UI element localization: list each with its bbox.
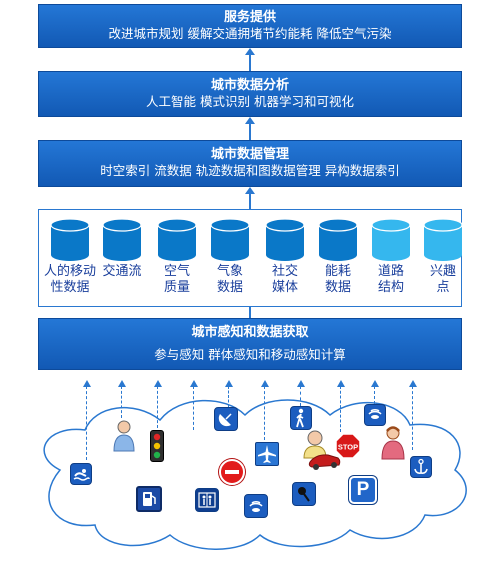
anchor-icon — [410, 456, 432, 478]
wifi-signal-icon — [364, 404, 386, 426]
traffic-light-icon — [150, 430, 164, 462]
elevator-icon — [195, 488, 219, 512]
sensing-arrow-head-3 — [190, 380, 198, 387]
data-store-label-line1: 交通流 — [102, 264, 142, 279]
sensing-arrow-head-0 — [83, 380, 91, 387]
management-layer-title: 城市数据管理 — [210, 147, 289, 162]
fuel-icon — [136, 486, 162, 512]
parking-icon: P — [349, 476, 377, 504]
data-store-panel: 人的移动性数据交通流空气质量气象数据社交媒体能耗数据道路结构兴趣点 — [38, 209, 463, 307]
data-store-label-line2: 数据 — [216, 280, 243, 295]
data-store-cylinder-2 — [157, 218, 197, 261]
sensing-arrow-3 — [193, 386, 194, 430]
data-store-cylinder-0 — [50, 218, 90, 261]
parking-label: P — [356, 479, 370, 500]
sensing-arrow-6 — [300, 386, 301, 406]
no-entry-icon — [219, 459, 245, 485]
data-store-label-line2: 质量 — [163, 280, 190, 295]
data-store-cylinder-7 — [423, 218, 463, 261]
airplane-icon — [255, 442, 279, 466]
data-store-label-line2: 数据 — [324, 280, 351, 295]
sensing-arrow-head-6 — [297, 380, 305, 387]
satellite-dish-icon — [214, 407, 238, 431]
data-store-cylinder-1 — [102, 218, 142, 261]
stop-sign-icon: STOP — [335, 433, 361, 459]
acquisition-layer: 城市感知和数据获取 参与感知 群体感知和移动感知计算 — [38, 318, 462, 370]
analysis-layer-subtitle: 人工智能 模式识别 机器学习和可视化 — [146, 94, 354, 109]
acquisition-layer-title: 城市感知和数据获取 — [191, 325, 309, 340]
sensing-arrow-head-8 — [371, 380, 379, 387]
data-store-label-line1: 能耗 — [324, 264, 351, 279]
swimmer-icon — [70, 463, 92, 485]
sensing-arrow-4 — [228, 386, 229, 407]
data-store-cylinder-4 — [265, 218, 305, 261]
data-store-label-0: 人的移动性数据 — [42, 264, 98, 296]
sensing-arrow-head-7 — [337, 380, 345, 387]
data-store-label-line2: 媒体 — [271, 280, 298, 295]
sensing-arrow-2 — [157, 386, 158, 428]
data-store-cylinder-5 — [318, 218, 358, 261]
data-store-label-line1: 道路 — [377, 264, 404, 279]
sensing-arrow-0 — [86, 386, 87, 460]
sensing-arrow-head-5 — [261, 380, 269, 387]
sensing-arrow-head-9 — [409, 380, 417, 387]
data-store-label-3: 气象数据 — [202, 264, 258, 296]
service-layer: 服务提供 改进城市规划 缓解交通拥堵节约能耗 降低空气污染 — [38, 4, 462, 48]
service-layer-subtitle: 改进城市规划 缓解交通拥堵节约能耗 降低空气污染 — [108, 26, 392, 41]
data-store-label-6: 道路结构 — [363, 264, 419, 296]
location-pin-icon — [292, 482, 316, 506]
data-store-label-line1: 空气 — [163, 264, 190, 279]
data-store-label-line1: 气象 — [216, 264, 243, 279]
data-store-label-line2: 点 — [436, 280, 450, 295]
data-store-cylinder-6 — [371, 218, 411, 261]
acquisition-layer-subtitle: 参与感知 群体感知和移动感知计算 — [154, 347, 346, 362]
sensing-arrow-8 — [374, 386, 375, 404]
driver-icon — [302, 428, 342, 472]
data-store-label-4: 社交媒体 — [257, 264, 313, 296]
data-store-label-line2: 性数据 — [50, 280, 90, 295]
data-store-label-7: 兴趣点 — [415, 264, 471, 296]
wireless-icon — [244, 494, 268, 518]
data-store-label-line1: 兴趣 — [429, 264, 456, 279]
sensing-arrow-head-1 — [118, 380, 126, 387]
sensing-arrow-1 — [121, 386, 122, 418]
data-store-label-1: 交通流 — [94, 264, 150, 280]
data-store-label-line1: 社交 — [271, 264, 298, 279]
person-icon — [112, 418, 136, 452]
data-store-cylinder-3 — [210, 218, 250, 261]
sensing-arrow-7 — [340, 386, 341, 432]
management-layer-subtitle: 时空索引 流数据 轨迹数据和图数据管理 异构数据索引 — [100, 163, 400, 178]
sensing-arrow-head-4 — [225, 380, 233, 387]
woman-icon — [380, 424, 406, 460]
sensing-arrow-5 — [264, 386, 265, 440]
sensing-arrow-head-2 — [154, 380, 162, 387]
service-layer-title: 服务提供 — [223, 10, 276, 25]
pedestrian-icon — [290, 406, 312, 430]
data-store-label-2: 空气质量 — [149, 264, 205, 296]
analysis-layer: 城市数据分析 人工智能 模式识别 机器学习和可视化 — [38, 71, 462, 117]
data-store-label-5: 能耗数据 — [310, 264, 366, 296]
data-store-label-line2: 结构 — [377, 280, 404, 295]
analysis-layer-title: 城市数据分析 — [210, 78, 289, 93]
stop-sign-label: STOP — [338, 443, 358, 452]
data-store-label-line1: 人的移动 — [43, 264, 96, 279]
management-layer: 城市数据管理 时空索引 流数据 轨迹数据和图数据管理 异构数据索引 — [38, 140, 462, 187]
sensing-arrow-9 — [412, 386, 413, 450]
